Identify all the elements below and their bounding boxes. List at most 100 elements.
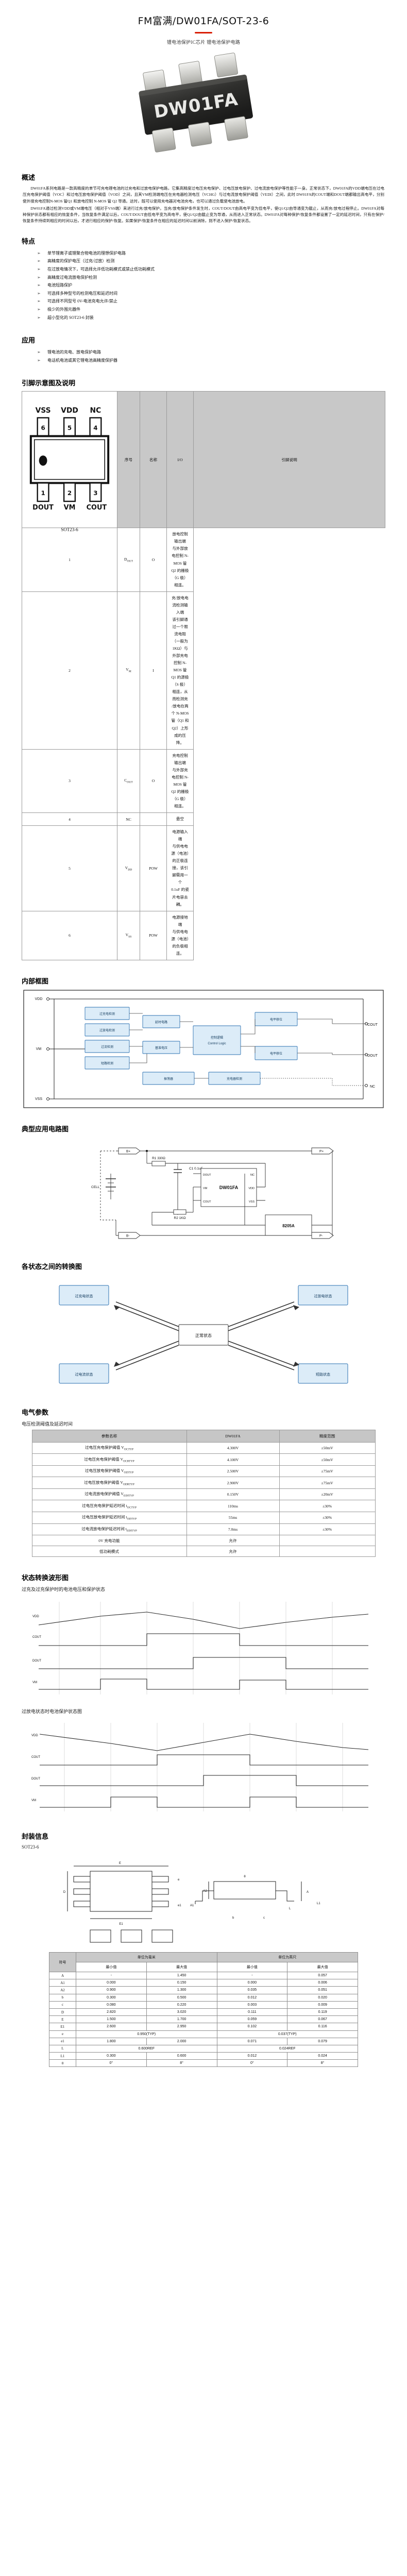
svg-text:DOUT: DOUT xyxy=(203,1174,211,1177)
param-tolerance: ±30% xyxy=(279,1511,376,1524)
svg-text:电平移位: 电平移位 xyxy=(270,1018,282,1022)
table-row: 过电压放电保护阈值 VODRTYP 2.900V ±75mV xyxy=(31,1477,376,1489)
pin-description-table: VSS VDD NC 6 5 4 xyxy=(22,391,385,960)
bullet-arrow-icon: ➢ xyxy=(37,275,41,280)
svg-text:COUT: COUT xyxy=(87,504,107,512)
waveform-signal-label: VDD xyxy=(31,1734,38,1737)
table-row: 过电压放电保护延迟时间 tODTYP 55ms ±30% xyxy=(31,1511,376,1524)
pin-desc-line: 该引脚通过一个限流电阻（一般为 1KΩ）与外部充电 xyxy=(172,617,188,658)
pin-name-base: C xyxy=(124,778,127,783)
bullet-arrow-icon: ➢ xyxy=(37,283,41,288)
table-row: 2 VM I 充/放电电流检测输入端 该引脚通过一个限流电阻（一般为 1KΩ）与… xyxy=(22,591,385,750)
svg-text:e: e xyxy=(178,1878,180,1882)
bullet-arrow-icon: ➢ xyxy=(37,250,41,256)
state-label-short: 短路状态 xyxy=(316,1372,330,1377)
dim-symbol: L1 xyxy=(49,2052,76,2060)
dim-in-min: 0.003 xyxy=(216,2001,288,2009)
param-name-sub: OCTYP xyxy=(124,1448,134,1451)
electrical-characteristics-table: 参数名称 DW01FA 精度范围 过电压充电保护阈值 VOCTYP 4.300V… xyxy=(31,1429,376,1557)
section-heading-overview: 概述 xyxy=(22,174,36,181)
bullet-arrow-icon: ➢ xyxy=(37,307,41,312)
list-item: ➢可选择不同型号 0V-电池充电允许/禁止 xyxy=(37,297,407,306)
param-name-sub: ODTYP xyxy=(124,1471,134,1475)
svg-text:过充电检测: 过充电检测 xyxy=(99,1012,115,1016)
param-tolerance: ±30% xyxy=(279,1523,376,1536)
svg-text:延时电路: 延时电路 xyxy=(155,1020,167,1024)
waveform-chart1-title: 过充及过充保护时的电池电压和保护状态 xyxy=(22,1587,106,1592)
list-item: ➢高精度的保护电压（过充/过放）检测 xyxy=(37,257,407,265)
state-transition-diagram: 正常状态 过充电状态 过放电状态 过电流状态 短路状态 xyxy=(59,1285,348,1384)
pin-name: VDD xyxy=(117,825,140,911)
electrical-subheading: 电压检测阈值及延迟时间 xyxy=(22,1421,73,1427)
feature-label: 在过放电情况下，可选择允许低功耗模式或禁止低功耗模式 xyxy=(47,266,155,272)
param-name: 过电压放电保护延迟时间 tODTYP xyxy=(31,1511,187,1524)
table-header-row: 符号 单位为毫米 单位为英尺 xyxy=(49,1952,358,1973)
dim-symbol: θ xyxy=(49,2059,76,2067)
param-tolerance: ±75mV xyxy=(279,1477,376,1489)
svg-text:VM: VM xyxy=(36,1047,42,1051)
dim-mm-span: 0.600REF xyxy=(76,2044,217,2053)
dim-in-min: 0.071 xyxy=(216,2037,288,2045)
svg-text:DOUT: DOUT xyxy=(367,1054,378,1058)
pin-desc-line: 与供电电源（电池）的正极连接，该引脚需用一个 xyxy=(171,844,189,885)
overview-paragraph-2: DW01FA通过检测VDD或VM端电压（相对于VSS端）来进行过充/放电保护。当… xyxy=(23,206,384,224)
param-tolerance xyxy=(279,1535,376,1547)
svg-text:P+: P+ xyxy=(319,1149,324,1153)
svg-text:NC: NC xyxy=(250,1174,255,1177)
pin-io: O xyxy=(140,528,167,592)
col-header-mm: 单位为毫米 xyxy=(76,1952,217,1963)
table-row: 过电压充电保护阈值 VOCTYP 4.300V ±50mV xyxy=(31,1442,376,1454)
dim-mm-max: 1.450 xyxy=(146,1972,217,1980)
svg-text:VSS: VSS xyxy=(35,1097,42,1101)
dim-mm-min: 0.080 xyxy=(76,2001,147,2009)
dim-mm-max: 2.000 xyxy=(146,2037,217,2045)
svg-text:2: 2 xyxy=(67,490,72,497)
list-item: ➢极少的外围元器件 xyxy=(37,306,407,314)
pin-name-base: V xyxy=(125,932,129,937)
dim-in-min: 0.111 xyxy=(216,2008,288,2016)
pin-desc: 充/放电电流检测输入端 该引脚通过一个限流电阻（一般为 1KΩ）与外部充电 控制… xyxy=(166,591,194,750)
page-subtitle: 锂电池保护IC芯片 锂电池保护电路 xyxy=(166,40,241,45)
dim-mm-max: 1.700 xyxy=(146,2015,217,2024)
svg-text:c: c xyxy=(263,1917,265,1920)
dim-symbol: L xyxy=(49,2044,76,2053)
dim-mm-min: 1.800 xyxy=(76,2037,147,2045)
param-value: 允许 xyxy=(186,1535,280,1547)
param-value: 110ms xyxy=(186,1500,280,1512)
col-header-in-max: 最大值 xyxy=(287,1962,358,1973)
param-name: 过电压充电保护延迟时间 tOCTYP xyxy=(31,1500,187,1512)
dim-symbol: E xyxy=(49,2015,76,2024)
param-value: 2.500V xyxy=(186,1465,280,1478)
svg-text:COUT: COUT xyxy=(367,1023,378,1027)
list-item: ➢ 单节锂离子或锂聚合物电池的理想保护电路 xyxy=(37,249,407,258)
pin-io: POW xyxy=(140,825,167,911)
param-name-sub: OCRTYP xyxy=(123,1460,134,1463)
svg-text:3: 3 xyxy=(93,490,97,497)
col-header-name: 名称 xyxy=(140,391,167,529)
pin-name-sub: DD xyxy=(128,868,132,872)
pin-desc: 电源输入端 与供电电源（电池）的正极连接，该引脚需用一个 0.1uF 的瓷片电容… xyxy=(166,825,194,911)
pin-desc-line: 与外部放电控制 N-MOS 管 Q2 的栅极（G 极）相连。 xyxy=(171,546,189,587)
svg-text:A2: A2 xyxy=(203,1890,207,1893)
svg-text:e1: e1 xyxy=(178,1904,181,1907)
param-tolerance: ±50mV xyxy=(279,1453,376,1466)
table-row: 过电压充电保护阈值 VOCRTYP 4.100V ±50mV xyxy=(31,1453,376,1466)
waveform-signal-label: DOUT xyxy=(32,1659,41,1663)
bullet-arrow-icon: ➢ xyxy=(37,259,41,264)
svg-text:6: 6 xyxy=(41,425,45,432)
dim-symbol: E1 xyxy=(49,2023,76,2031)
overview-paragraph-1: DW01FA系列电路是一款高精度的单节可充电锂电池的过充电和过放电保护电路，它集… xyxy=(23,186,384,204)
svg-text:充电器检测: 充电器检测 xyxy=(227,1077,242,1081)
svg-text:1: 1 xyxy=(41,490,45,497)
param-name-sub: ODTYP xyxy=(127,1518,137,1521)
feature-label: 单节锂离子或锂聚合物电池的理想保护电路 xyxy=(47,250,126,256)
table-row: 6 VSS POW 电源接地端 与供电电源（电池）的负极相连。 xyxy=(22,910,385,960)
list-item: ➢可选择多种型号的检测电压和延迟时间 xyxy=(37,290,407,298)
dim-mm-min: 0.900 xyxy=(76,1986,147,1994)
